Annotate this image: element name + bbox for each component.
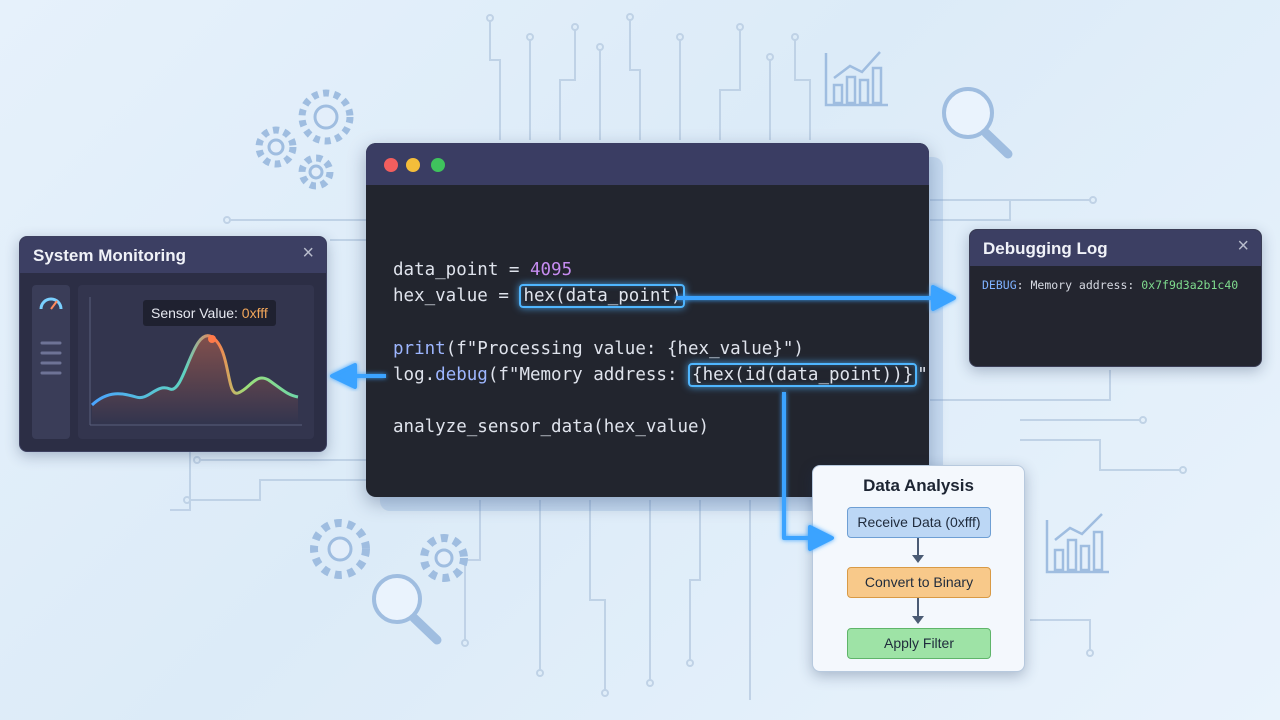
minimize-window-dot[interactable] xyxy=(406,158,420,172)
sidebar-menu-icon xyxy=(39,297,63,375)
log-address: 0x7f9d3a2b1c40 xyxy=(1141,278,1239,292)
tooltip-value: 0xfff xyxy=(241,305,268,321)
code-editor-titlebar xyxy=(366,143,929,185)
system-monitoring-panel: System Monitoring × xyxy=(19,236,327,452)
flow-arrow-1 xyxy=(912,538,924,563)
code-text: data_point = xyxy=(393,260,530,280)
code-line-3: print(f"Processing value: {hex_value}") xyxy=(393,339,804,359)
step-convert-binary: Convert to Binary xyxy=(847,567,991,598)
code-highlight-address: {hex(id(data_point))} xyxy=(688,363,918,387)
code-keyword: debug xyxy=(435,365,488,385)
code-keyword: print xyxy=(393,339,446,359)
code-highlight-hex: hex(data_point) xyxy=(519,284,686,308)
data-analysis-panel: Data Analysis Receive Data (0xfff) Conve… xyxy=(812,465,1025,672)
monitoring-panel-title: System Monitoring xyxy=(33,246,187,265)
monitoring-sidebar xyxy=(32,285,70,439)
step-apply-filter: Apply Filter xyxy=(847,628,991,659)
maximize-window-dot[interactable] xyxy=(431,158,445,172)
debug-panel-title: Debugging Log xyxy=(983,239,1108,258)
code-line-4: log.debug(f"Memory address: {hex(id(data… xyxy=(393,363,929,387)
code-number: 4095 xyxy=(529,260,573,280)
flow-arrow-2 xyxy=(912,598,924,624)
sensor-value-tooltip: Sensor Value: 0xfff xyxy=(143,300,276,326)
log-message: : Memory address: xyxy=(1016,278,1142,292)
close-icon[interactable]: × xyxy=(1237,235,1249,257)
code-line-1: data_point = 4095 xyxy=(393,260,572,280)
code-text: (f"Processing value: {hex_value}") xyxy=(445,339,804,359)
step-receive-data: Receive Data (0xfff) xyxy=(847,507,991,538)
tooltip-label: Sensor Value: xyxy=(151,305,242,321)
close-window-dot[interactable] xyxy=(384,158,398,172)
debug-log-entry: DEBUG: Memory address: 0x7f9d3a2b1c40 xyxy=(982,278,1238,292)
log-level: DEBUG xyxy=(982,278,1017,292)
monitoring-panel-header xyxy=(20,237,326,273)
code-line-2: hex_value = hex(data_point) xyxy=(393,284,686,308)
code-text: hex_value = xyxy=(393,286,520,306)
analysis-title: Data Analysis xyxy=(863,476,974,495)
sensor-wave-chart xyxy=(89,297,302,426)
debug-panel-header xyxy=(970,230,1261,266)
close-icon[interactable]: × xyxy=(302,242,314,264)
code-editor-window: data_point = 4095 hex_value = hex(data_p… xyxy=(366,143,929,497)
code-text: ") xyxy=(917,365,929,385)
code-text: log. xyxy=(393,365,436,385)
code-line-5: analyze_sensor_data(hex_value) xyxy=(393,417,710,437)
debugging-log-panel: Debugging Log × DEBUG: Memory address: 0… xyxy=(969,229,1262,367)
code-text: (f"Memory address: xyxy=(487,365,689,385)
